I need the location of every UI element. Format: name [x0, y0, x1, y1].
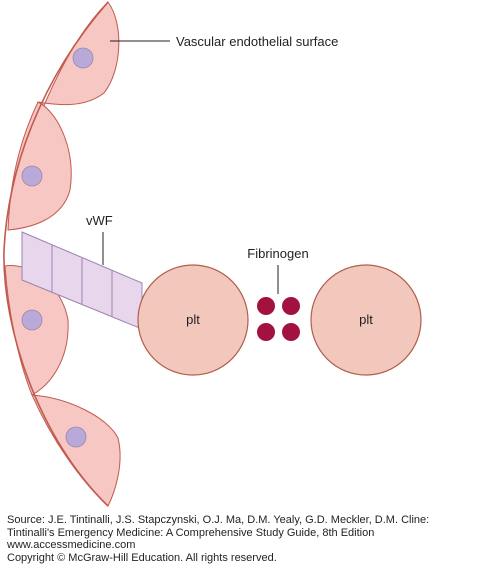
- vwf-label: vWF: [86, 213, 113, 228]
- platelet-right-body: [310, 264, 422, 376]
- endothelial-cell-2: [7, 101, 72, 231]
- source-credit: Source: J.E. Tintinalli, J.S. Stapczynsk…: [7, 514, 483, 564]
- endothelial-cell-4: [31, 394, 121, 507]
- fibrinogen-dot: [257, 323, 275, 341]
- nucleus-2: [21, 165, 43, 187]
- nucleus-3: [21, 309, 43, 331]
- credit-source-line: Source: J.E. Tintinalli, J.S. Stapczynsk…: [7, 514, 430, 526]
- platelet-left-body: [137, 264, 249, 376]
- fibrinogen-dot: [282, 323, 300, 341]
- platelet-right-label: plt: [359, 312, 373, 327]
- endothelium-label: Vascular endothelial surface: [176, 34, 338, 49]
- vessel-surface-edge: [3, 1, 109, 507]
- credit-website-line: www.accessmedicine.com: [7, 539, 136, 551]
- nuclei: [21, 47, 94, 448]
- nucleus-1: [72, 47, 94, 69]
- fibrinogen-dot: [282, 297, 300, 315]
- platelet-right: plt: [310, 264, 422, 376]
- credit-copyright-line: Copyright © McGraw-Hill Education. All r…: [7, 551, 277, 564]
- platelet-left-label: plt: [186, 312, 200, 327]
- fibrinogen-cluster: [257, 297, 300, 341]
- platelet-left: plt: [137, 264, 249, 376]
- fibrinogen-dot: [257, 297, 275, 315]
- nucleus-4: [65, 426, 87, 448]
- credit-book-line: Tintinalli's Emergency Medicine: A Compr…: [7, 526, 375, 539]
- fibrinogen-label: Fibrinogen: [247, 246, 308, 261]
